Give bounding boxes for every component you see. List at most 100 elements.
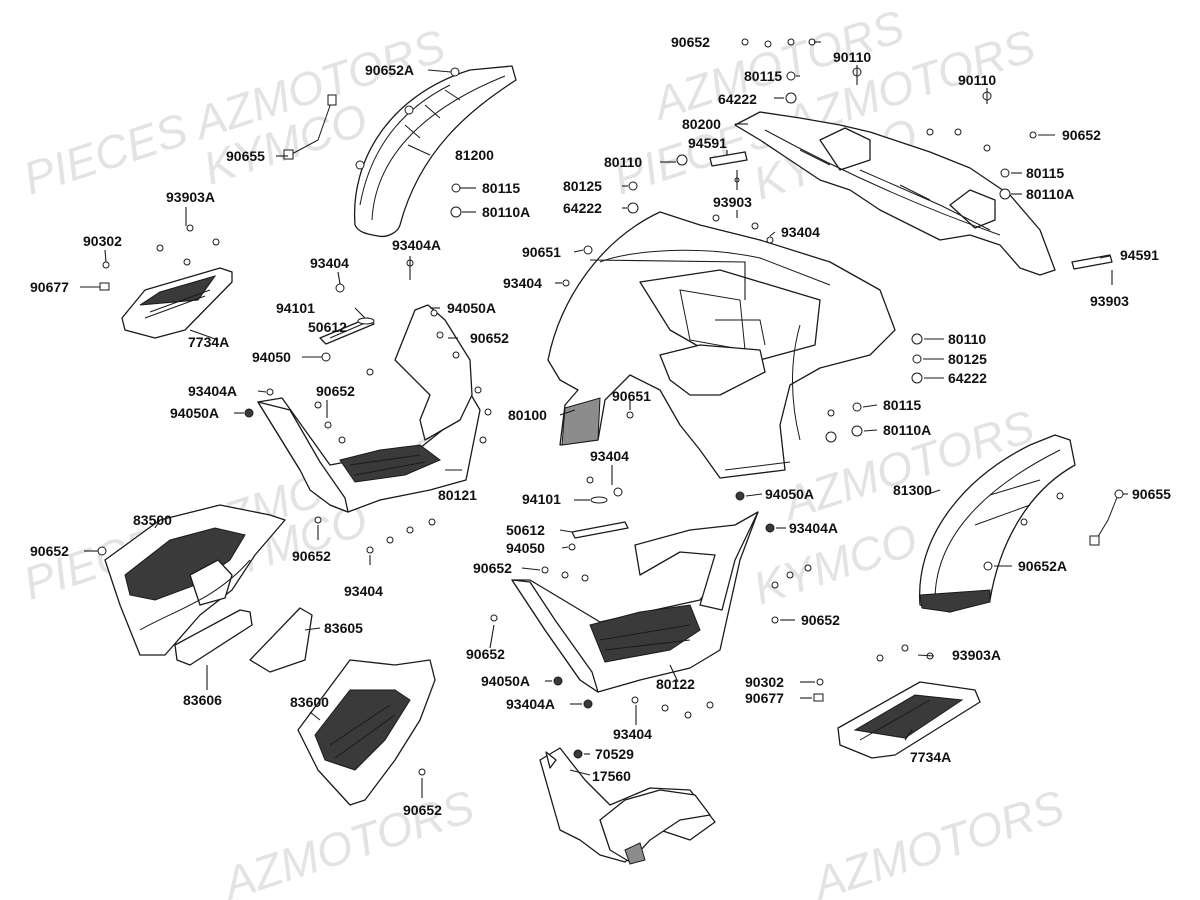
part-label: 80110A [1026,186,1074,202]
part-label: 90652 [292,548,331,564]
part-label: 80115 [1026,165,1064,181]
part-label: 93903 [1090,293,1129,309]
part-label: 80122 [656,676,695,692]
bracket-94591-right [1071,254,1113,270]
part-label: 80115 [482,180,520,196]
part-label: 80115 [744,68,782,84]
part-label: 7734A [188,334,229,350]
part-label: 17560 [592,768,631,784]
rear-carrier-80200 [734,111,1056,276]
part-label: 94050A [447,300,496,316]
part-label: 90677 [745,690,784,706]
part-label: 90652 [30,543,69,559]
watermark: AZMOTORS [804,780,1070,900]
part-label: 93404A [188,383,237,399]
part-label: 90652 [671,34,710,50]
part-label: 90655 [226,148,265,164]
rear-fender-80100 [547,211,896,479]
plate-83605 [249,607,313,673]
part-label: 90677 [30,279,69,295]
front-left-mudguard-81200 [353,65,517,238]
mud-plate-17560 [539,747,716,865]
part-label: 70529 [595,746,634,762]
right-side-cover-83600 [297,659,436,806]
part-label: 81300 [893,482,932,498]
part-label: 90652 [466,646,505,662]
left-footrest-7734A [121,267,233,339]
part-label: 90652A [1018,558,1067,574]
part-label: 93404 [344,583,383,599]
part-label: 80125 [948,351,987,367]
part-label: 93404 [503,275,542,291]
part-label: 94050A [481,673,530,689]
part-label: 90652 [470,330,509,346]
parts-layer [80,38,1128,865]
right-footrest-7734A [837,681,981,759]
part-label: 93404A [789,520,838,536]
part-label: 90652A [365,62,414,78]
part-label: 80200 [682,116,721,132]
part-label: 94050A [765,486,814,502]
bracket-94591 [709,151,748,167]
part-label: 90302 [745,674,784,690]
part-label: 64222 [948,370,987,386]
part-label: 93404 [590,448,629,464]
part-label: 90302 [83,233,122,249]
part-label: 93903A [952,647,1001,663]
part-label: 80110 [604,154,642,170]
part-label: 80110 [948,331,986,347]
part-label: 94101 [276,300,315,316]
part-label: 90652 [473,560,512,576]
part-label: 93404A [392,237,441,253]
part-label: 93404 [613,726,652,742]
part-label: 50612 [308,319,347,335]
rear-right-mudguard-81300 [919,434,1076,613]
part-label: 94101 [522,491,561,507]
cable-clip-90655 [289,99,333,156]
part-label: 83600 [290,694,329,710]
part-label: 94050 [252,349,291,365]
part-label: 64222 [563,200,602,216]
part-label: 80115 [883,397,921,413]
part-label: 50612 [506,522,545,538]
part-label: 93404A [506,696,555,712]
part-label: 90651 [522,244,561,260]
part-label: 90652 [801,612,840,628]
part-label: 90651 [612,388,651,404]
part-label: 94591 [1120,247,1159,263]
right-floorboard-80122 [511,511,759,693]
part-label: 94591 [688,135,727,151]
part-label: 90652 [1062,127,1101,143]
part-label: 80110A [482,204,530,220]
part-label: 93903 [713,194,752,210]
part-label: 90655 [1132,486,1171,502]
part-label: 94050A [170,405,219,421]
part-label: 94050 [506,540,545,556]
part-label: 80125 [563,178,602,194]
part-label: 64222 [718,91,757,107]
left-floorboard-80121 [257,304,481,513]
plate-83606 [174,609,253,666]
fasteners [97,38,1064,776]
part-label: 93404 [781,224,820,240]
part-label: 90110 [833,49,871,65]
part-label: 90652 [403,802,442,818]
part-label: 80100 [508,407,547,423]
part-label: 80121 [438,487,477,503]
part-number-labels: 90652A 90655 81200 80115 80110A 93903A 9… [30,34,1171,818]
part-label: 80110A [883,422,931,438]
strip-50612-right [571,521,629,539]
part-label: 83500 [133,512,172,528]
part-label: 93404 [310,255,349,271]
left-side-cover-83500 [104,504,286,656]
part-label: 7734A [910,749,951,765]
part-label: 83605 [324,620,363,636]
part-label: 90652 [316,383,355,399]
part-label: 83606 [183,692,222,708]
part-label: 81200 [455,147,494,163]
part-label: 90110 [958,72,996,88]
leader-lines [80,41,1128,798]
small-hardware [283,94,1124,769]
part-label: 93903A [166,189,215,205]
